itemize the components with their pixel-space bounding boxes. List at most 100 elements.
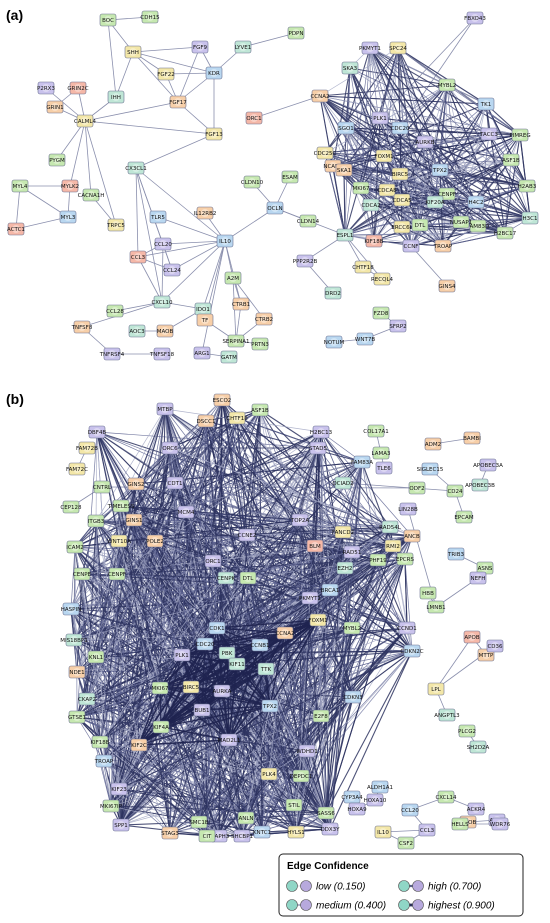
panel-b-edge [317,447,346,569]
panel-a-node-pimreg: PIMREG [509,128,531,142]
panel-b-node-spp1: SPP1 [112,818,130,832]
panel-b-node-box [375,461,393,475]
panel-a-node-label: CDCA8 [377,188,397,194]
panel-a-edge [475,201,531,219]
panel-b-edge [138,687,161,746]
panel-b-node-gtse1: GTSE1 [68,710,86,724]
panel-b-node-label: CDKN2C [400,649,423,655]
panel-a-node-label: IHH [111,95,121,101]
panel-a-node-kif18b: KIF18B [364,234,384,248]
panel-b-node-cxcl14: CXCL14 [435,790,457,804]
panel-a-node-label: GRIN2C [67,86,88,92]
panel-b-node-box [371,780,389,794]
panel-a-node-label: PYGM [49,158,65,164]
panel-b-node-label: FAM72B [76,446,98,452]
panel-a-node-box [411,218,429,232]
panel-b-node-label: LMNB1 [426,605,445,611]
panel-a-node-label: ACTC1 [7,227,25,233]
panel-a-node-sphere [78,323,86,331]
panel-b-edge [201,705,271,711]
panel-b-node-box [312,709,330,723]
panel-b-node-ccne2: CCNE2 [238,528,256,542]
panel-a-node-cxcl10: CXCL10 [151,295,173,309]
panel-a-node-ercc6l: ERCC6L [391,220,414,234]
panel-b-edge [216,526,391,629]
panel-a-node-sphere [161,327,169,335]
panel-a-node-sgo1: SGO1 [337,121,355,135]
panel-a-node-sphere [232,337,240,345]
panel-b-node-plcg2: PLCG2 [458,724,476,738]
panel-a-node-cdca2: CDCA2 [361,198,381,212]
panel-a-node-sphere [443,282,451,290]
panel-a-node-label: PDPN [289,31,304,37]
panel-a-node-pkmyt1: PKMYT1 [359,41,381,55]
panel-b-node-sphere [92,517,100,525]
panel-b-node-box [110,782,128,796]
panel-b-node-box [88,425,106,439]
legend-label: low (0.150) [316,882,365,893]
panel-a-node-sphere [256,340,264,348]
panel-a-node-label: SKA3 [343,66,358,72]
panel-a-node-box [61,179,79,193]
panel-a-edge [132,46,201,53]
panel-b-node-sphere [358,458,366,466]
panel-b-edge [261,461,363,833]
panel-a-node-sphere [292,29,300,37]
panel-a-node-label: NCAPG [323,164,342,170]
panel-b-node-sphere [314,444,322,452]
panel-a-node-sphere [229,274,237,282]
panel-b-node-apobec3b: APOBEC3B [465,478,495,492]
panel-b-node-lin28b: LIN28B [398,502,418,516]
panel-a-node-sphere [439,242,447,250]
panel-a-node-label: H3C1 [523,216,538,222]
panel-b-node-sphere [266,702,274,710]
panel-a-node-label: TNFSF8 [71,325,93,331]
panel-b-node-ccnd1: CCND1 [397,621,417,635]
panel-b-node-sphere [432,685,440,693]
panel-b-node-label: KIF11 [229,662,244,668]
panel-b-node-label: PHF19 [369,558,387,564]
panel-b-node-label: MCM4 [178,510,195,516]
panel-a-node-sphere [376,114,384,122]
panel-b-node-sphere [113,570,121,578]
panel-b-node-foxm1: FOXM1 [308,613,328,627]
panel-a-node-box [107,218,125,232]
legend-item-medium: medium (0.400) [286,899,386,912]
panel-a-node-sphere [436,166,444,174]
panel-b-edge [265,619,319,670]
panel-a-edge [344,134,521,236]
panel-b-node-col17a1: COL17A1 [363,424,389,438]
panel-a-node-sphere [146,13,154,21]
panel-a-node-box [234,40,252,54]
panel-b-node-label: FANCD2 [332,530,354,536]
panel-a-node-sphere [321,149,329,157]
panel-b-node-label: KIF4A [153,725,169,731]
panel-b-node-label: CIT [203,834,212,840]
panel-a-node-cacna1h: CACNA1H [78,188,104,202]
panel-b-node-kif18b: KIF18B [90,735,110,749]
panel-a-node-label: TRPC5 [106,223,125,229]
panel-a-edge [519,134,531,219]
panel-b-edge [154,540,331,591]
panel-a-node-trpc5: TRPC5 [106,218,125,232]
panel-a-node-lyve1: LYVE1 [234,40,252,54]
panel-b-node-box [276,626,294,640]
panel-a-edge [132,51,215,74]
panel-b-node-label: WDHD1 [296,749,318,755]
panel-b-node-box [469,740,487,754]
panel-a-node-box [205,66,223,80]
panel-b-edge [299,519,308,752]
panel-a-node-sphere [239,43,247,51]
panel-b-node-sphere [468,434,476,442]
panel-b-edge [228,739,297,833]
panel-b-node-sphere [115,785,123,793]
panel-a-node-sphere [421,138,429,146]
panel-a-node-label: SERPINA1 [222,339,249,345]
panel-b-node-ccl3: CCL3 [418,823,436,837]
panel-a-node-box [372,306,390,320]
panel-b-node-kif23: KIF23 [110,782,128,796]
panel-b-node-ccnb1: CCNB1 [250,638,270,652]
panel-b-edge [76,482,176,673]
panel-b-node-lama3: LAMA3 [372,446,391,460]
